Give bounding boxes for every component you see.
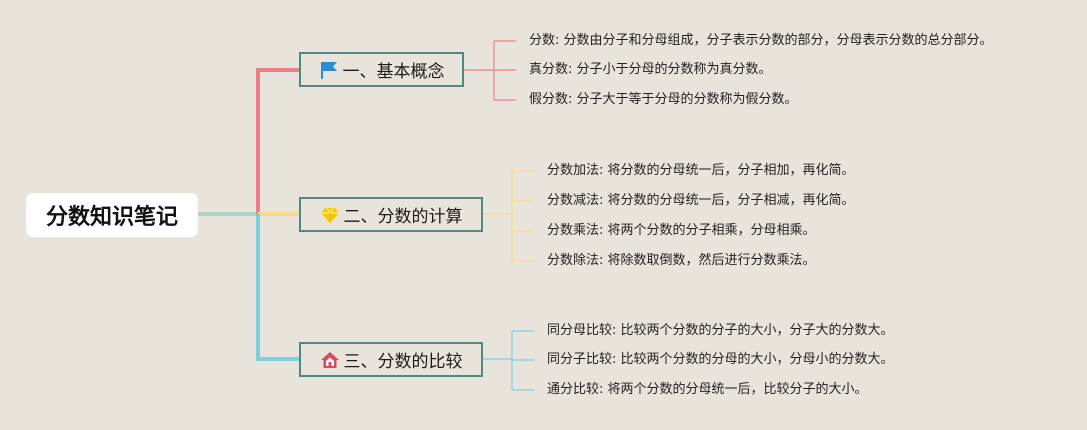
- leaf-text: 同分子比较: 比较两个分数的分母的大小，分母小的分数大。: [547, 352, 894, 367]
- branch-3-leaf-connectors: [483, 330, 534, 391]
- leaf-node[interactable]: 分数减法: 将分数的分母统一后，分子相减，再化简。: [547, 191, 855, 211]
- leaf-node[interactable]: 假分数: 分子大于等于分母的分数称为假分数。: [529, 90, 798, 110]
- leaf-node[interactable]: 分数: 分数由分子和分母组成，分子表示分数的部分，分母表示分数的总分部分。: [529, 31, 993, 51]
- branch-node-label: 二、分数的计算: [343, 207, 463, 227]
- leaf-text: 分数加法: 将分数的分母统一后，分子相加，再化简。: [547, 163, 855, 178]
- branch-1-leaf-connectors: [464, 40, 516, 101]
- leaf-node[interactable]: 同分母比较: 比较两个分数的分子的大小，分子大的分数大。: [547, 321, 894, 341]
- leaf-text: 分数乘法: 将两个分数的分子相乘，分母相乘。: [547, 223, 816, 238]
- leaf-node[interactable]: 分数加法: 将分数的分母统一后，分子相加，再化简。: [547, 161, 855, 181]
- leaf-node[interactable]: 分数乘法: 将两个分数的分子相乘，分母相乘。: [547, 221, 816, 241]
- flag-icon: [319, 60, 339, 80]
- leaf-node[interactable]: 真分数: 分子小于分母的分数称为真分数。: [529, 60, 772, 80]
- leaf-node[interactable]: 分数除法: 将除数取倒数，然后进行分数乘法。: [547, 251, 816, 271]
- house-icon: [320, 350, 340, 370]
- leaf-text: 分数: 分数由分子和分母组成，分子表示分数的部分，分母表示分数的总分部分。: [529, 33, 993, 48]
- branch-node-basic-concepts[interactable]: 一、基本概念: [299, 52, 464, 87]
- branch-node-label: 一、基本概念: [342, 62, 445, 82]
- branch-1-connector: [256, 68, 299, 214]
- leaf-text: 通分比较: 将两个分数的分母统一后，比较分子的大小。: [547, 382, 868, 397]
- leaf-text: 分数除法: 将除数取倒数，然后进行分数乘法。: [547, 253, 816, 268]
- root-node[interactable]: 分数知识笔记: [26, 193, 198, 237]
- branch-node-label: 三、分数的比较: [343, 352, 463, 372]
- gem-icon: [320, 205, 340, 225]
- branch-node-comparison[interactable]: 三、分数的比较: [299, 342, 483, 377]
- leaf-text: 真分数: 分子小于分母的分数称为真分数。: [529, 62, 772, 77]
- branch-node-calculation[interactable]: 二、分数的计算: [299, 197, 483, 232]
- leaf-text: 分数减法: 将分数的分母统一后，分子相减，再化简。: [547, 193, 855, 208]
- branch-3-connector: [256, 214, 299, 361]
- leaf-text: 同分母比较: 比较两个分数的分子的大小，分子大的分数大。: [547, 323, 894, 338]
- leaf-text: 假分数: 分子大于等于分母的分数称为假分数。: [529, 92, 798, 107]
- leaf-node[interactable]: 同分子比较: 比较两个分数的分母的大小，分母小的分数大。: [547, 350, 894, 370]
- branch-2-leaf-connectors: [483, 170, 534, 262]
- root-node-label: 分数知识笔记: [45, 205, 178, 230]
- leaf-node[interactable]: 通分比较: 将两个分数的分母统一后，比较分子的大小。: [547, 380, 868, 400]
